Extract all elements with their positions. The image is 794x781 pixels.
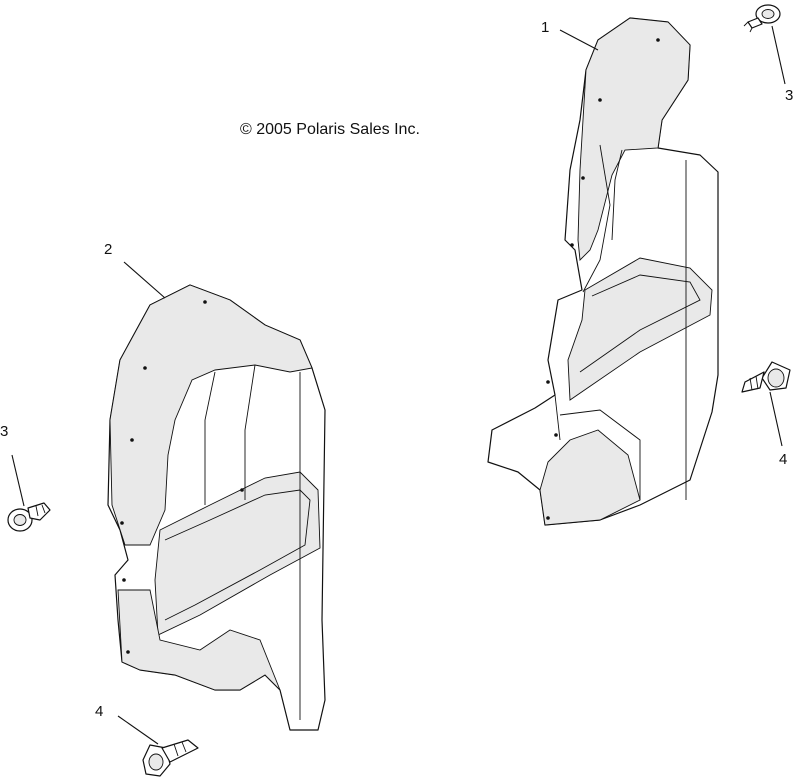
callout-1: 1 [541, 19, 599, 51]
callout-4-right-leader [769, 391, 783, 447]
callout-4-left-leader [117, 715, 159, 745]
part-3-push-rivet-top-right[interactable] [743, 4, 781, 33]
callout-3-left: 3 [0, 423, 25, 507]
callout-3-left-label: 3 [0, 423, 8, 440]
callout-3-right-label: 3 [785, 87, 793, 104]
part-4-bolt-right[interactable] [741, 361, 791, 393]
callout-2-label: 2 [104, 241, 112, 258]
part-3-push-rivet-left[interactable] [7, 502, 51, 532]
callout-1-leader [559, 29, 599, 51]
part-2-left-side-panel[interactable] [107, 284, 326, 731]
callout-3-left-leader [11, 454, 25, 507]
callout-4-left: 4 [95, 703, 159, 745]
part-4-bolt-left[interactable] [142, 739, 199, 777]
callout-4-right-label: 4 [779, 451, 787, 468]
callout-4-left-label: 4 [95, 703, 103, 720]
callout-4-right: 4 [769, 391, 787, 468]
callout-3-right-leader [771, 25, 786, 85]
callout-2: 2 [104, 241, 166, 299]
callout-2-leader [123, 261, 166, 299]
callout-1-label: 1 [541, 19, 549, 36]
copyright-text: © 2005 Polaris Sales Inc. [240, 121, 420, 138]
part-1-right-side-panel[interactable] [487, 17, 719, 526]
callout-3-right: 3 [771, 25, 793, 104]
